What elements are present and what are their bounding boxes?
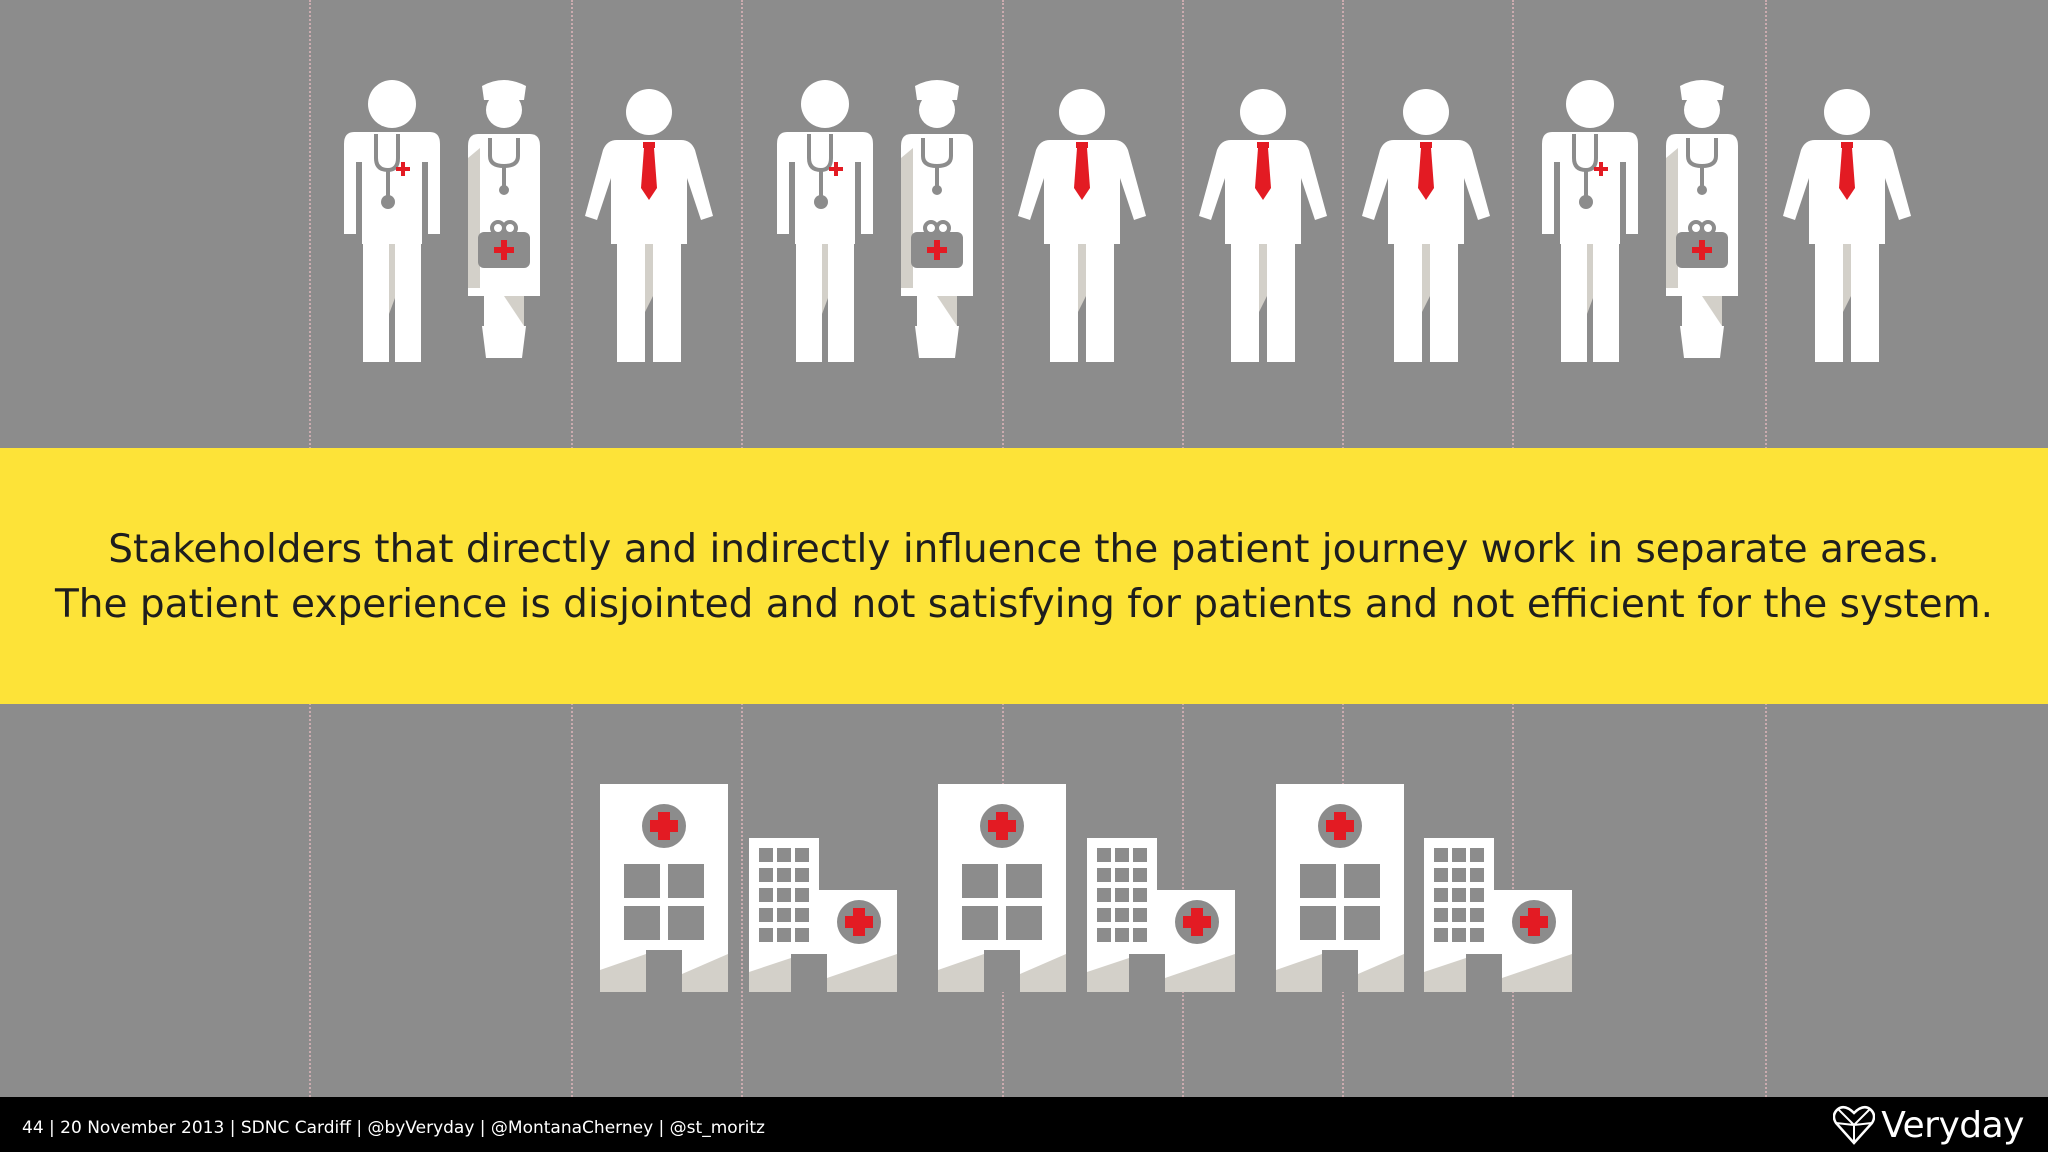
businessman-icon (1362, 89, 1490, 362)
footer-text: 44 | 20 November 2013 | SDNC Cardiff | @… (22, 1118, 765, 1138)
businessman-icon (1783, 89, 1911, 362)
doctor-icon (344, 80, 440, 362)
hospital-building-icon (600, 784, 728, 992)
doctor-icon (777, 80, 873, 362)
heart-logo-icon (1833, 1105, 1876, 1145)
businessman-icon (1199, 89, 1327, 362)
businessman-icon (585, 89, 713, 362)
hospital-building-icon (938, 784, 1066, 992)
clinic-building-icon (1087, 838, 1235, 992)
message-banner (0, 448, 2048, 704)
nurse-icon (1666, 80, 1738, 358)
footer-bar (0, 1097, 2048, 1152)
logo-wordmark: Veryday (1881, 1104, 2024, 1146)
nurse-icon (901, 80, 973, 358)
nurse-icon (468, 80, 540, 358)
clinic-building-icon (749, 838, 897, 992)
doctor-icon (1542, 80, 1638, 362)
banner-message: Stakeholders that directly and indirectl… (0, 522, 2048, 632)
clinic-building-icon (1424, 838, 1572, 992)
banner-line-1: Stakeholders that directly and indirectl… (108, 527, 1940, 572)
businessman-icon (1018, 89, 1146, 362)
hospital-building-icon (1276, 784, 1404, 992)
banner-line-2: The patient experience is disjointed and… (54, 582, 1994, 627)
veryday-logo: Veryday (1833, 1101, 2024, 1149)
